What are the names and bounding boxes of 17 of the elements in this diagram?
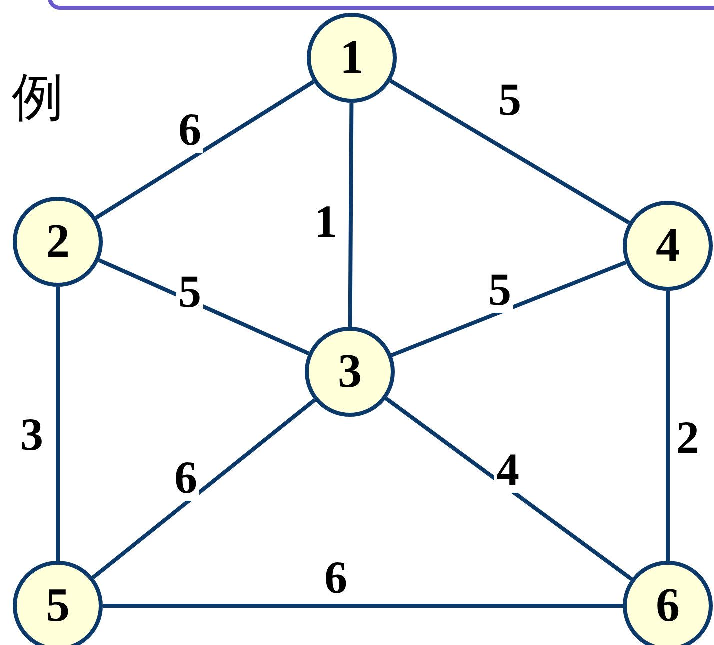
edge-line: [103, 604, 623, 608]
example-label: 例: [12, 72, 64, 124]
edge-line: [390, 79, 630, 225]
vertex-circle: 2: [13, 197, 103, 287]
edge-line: [98, 258, 310, 356]
edge-line: [391, 260, 627, 358]
edge-line: [348, 102, 354, 328]
edge-line: [56, 287, 60, 561]
vertex-circle: 6: [623, 561, 713, 645]
edge-line: [92, 398, 316, 580]
vertex-circle: 5: [13, 561, 103, 645]
vertex-circle: 1: [307, 13, 397, 103]
edge-line: [95, 80, 315, 220]
vertex-circle: 4: [623, 201, 713, 291]
edge-line: [666, 291, 670, 561]
edge-line: [385, 397, 633, 581]
vertex-circle: 3: [305, 327, 395, 417]
